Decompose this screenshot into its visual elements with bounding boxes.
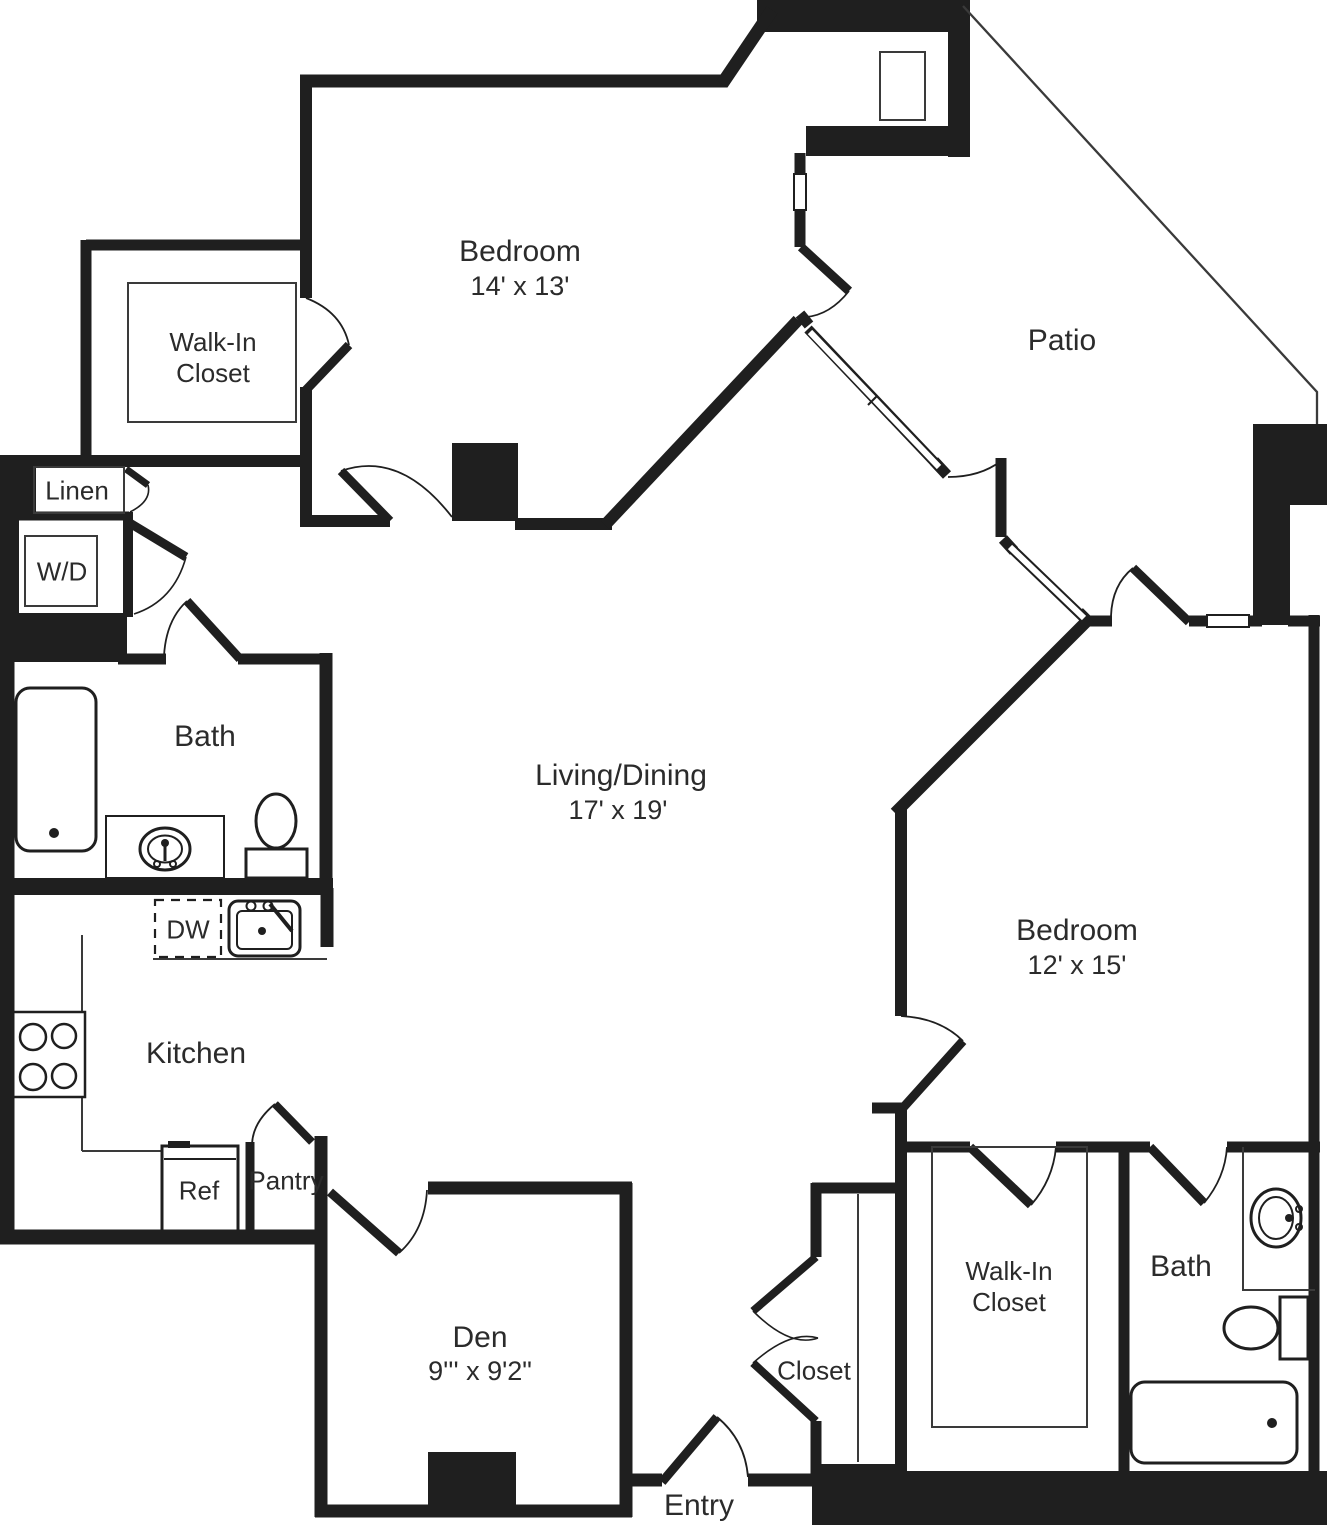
bedroom2-dims: 12' x 15' bbox=[1027, 949, 1127, 980]
utility-unit bbox=[879, 51, 926, 121]
window-slit-horizontal bbox=[1206, 614, 1250, 628]
toilet-bowl-2 bbox=[1222, 1305, 1280, 1351]
sink-1 bbox=[138, 826, 192, 872]
patio-label: Patio bbox=[1027, 324, 1097, 357]
kitchen-fixtures bbox=[10, 898, 302, 1239]
dishwasher-label: DW bbox=[166, 914, 210, 945]
bath2-label: Bath bbox=[1150, 1250, 1212, 1283]
den-label: Den bbox=[452, 1321, 508, 1354]
washer-dryer-label: W/D bbox=[36, 556, 88, 587]
walk-in-closet-1-outline bbox=[127, 282, 297, 423]
bath2-fixtures bbox=[1129, 1187, 1310, 1465]
living-dining-label: Living/Dining bbox=[535, 759, 707, 792]
walk-in-closet-2-outline bbox=[931, 1146, 1088, 1428]
walk-in-closet-1-label: Walk-In Closet bbox=[169, 326, 257, 388]
fridge-handle bbox=[168, 1141, 190, 1148]
doors bbox=[123, 243, 1228, 1485]
bath1-fixtures bbox=[14, 686, 309, 880]
sink-2 bbox=[1249, 1187, 1303, 1249]
entry-label: Entry bbox=[663, 1489, 735, 1522]
bedroom1-label: Bedroom bbox=[459, 235, 581, 268]
bath2-counter bbox=[1242, 1147, 1315, 1291]
kitchen-label: Kitchen bbox=[145, 1037, 247, 1070]
bedroom2-label: Bedroom bbox=[1016, 914, 1138, 947]
stove bbox=[10, 1010, 87, 1099]
burner bbox=[50, 1022, 78, 1050]
burner bbox=[18, 1062, 48, 1092]
faucet bbox=[268, 902, 294, 933]
hall-closet-label: Closet bbox=[777, 1355, 851, 1386]
linen-outline bbox=[33, 466, 125, 514]
burner bbox=[18, 1022, 48, 1052]
linen-label: Linen bbox=[45, 475, 109, 506]
toilet-tank-2 bbox=[1278, 1295, 1310, 1361]
bath1-label: Bath bbox=[174, 720, 236, 753]
vanity-1 bbox=[105, 815, 225, 879]
dishwasher-outline bbox=[153, 898, 223, 959]
refrigerator-label: Ref bbox=[178, 1175, 220, 1206]
patio-outline bbox=[879, 5, 1319, 424]
refrigerator-outline bbox=[160, 1144, 240, 1239]
toilet-bowl-1 bbox=[254, 792, 298, 850]
bathtub-1 bbox=[14, 686, 98, 853]
tub-drain-1 bbox=[49, 828, 59, 838]
pantry-label: Pantry bbox=[248, 1165, 324, 1196]
windows bbox=[793, 173, 1250, 628]
bathtub-2 bbox=[1129, 1380, 1299, 1465]
window-slit-vertical bbox=[793, 173, 807, 211]
kitchen-sink bbox=[227, 899, 302, 958]
tub-drain-2 bbox=[1267, 1418, 1277, 1428]
burner bbox=[50, 1062, 78, 1090]
toilet-tank-1 bbox=[244, 847, 309, 880]
walk-in-closet-2-label: Walk-In Closet bbox=[965, 1255, 1053, 1317]
interior-lines bbox=[24, 282, 1315, 1462]
den-dims: 9''' x 9'2" bbox=[428, 1355, 532, 1386]
washer-dryer-outline bbox=[24, 535, 98, 607]
bedroom1-dims: 14' x 13' bbox=[470, 270, 570, 301]
living-dining-dims: 17' x 19' bbox=[568, 794, 668, 825]
